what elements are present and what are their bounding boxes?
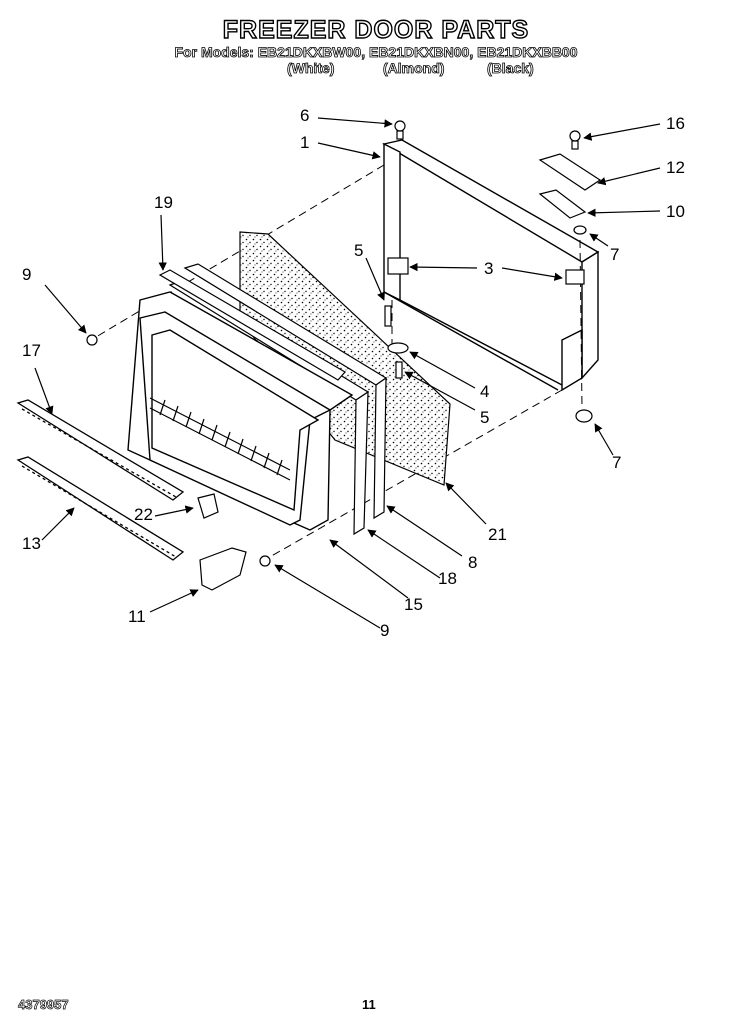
- liner-shelf-ribs: [149, 397, 291, 481]
- color-white-label: (White): [287, 60, 335, 77]
- callout-16: 16: [666, 114, 685, 133]
- callout-9-top: 9: [22, 265, 31, 284]
- callout-4: 4: [480, 382, 489, 401]
- callout-10: 10: [666, 202, 685, 221]
- callout-22: 22: [134, 505, 153, 524]
- callout-19: 19: [154, 193, 173, 212]
- callout-3: 3: [484, 259, 493, 278]
- callout-8: 8: [468, 553, 477, 572]
- door-liner-part: [127, 291, 354, 531]
- color-almond-label: (Almond): [383, 60, 445, 77]
- callout-1: 1: [300, 133, 309, 152]
- callout-13: 13: [22, 534, 41, 553]
- callout-labels: 6 1 16 12 10 7 3 5 4 5 7 21 8 18 15 9 9 …: [22, 106, 685, 640]
- gasket-strips: [158, 263, 388, 536]
- callout-17: 17: [22, 341, 41, 360]
- models-line: For Models: EB21DKXBW00, EB21DKXBN00, EB…: [174, 44, 578, 61]
- callout-21: 21: [488, 525, 507, 544]
- callout-7-bottom: 7: [612, 453, 621, 472]
- leader-lines: [34, 117, 661, 629]
- callout-15: 15: [404, 595, 423, 614]
- document-code: 4379957: [18, 997, 69, 1013]
- callout-12: 12: [666, 158, 685, 177]
- callout-6: 6: [300, 106, 309, 125]
- callout-11: 11: [128, 607, 146, 626]
- callout-5-top: 5: [354, 241, 363, 260]
- small-parts: [86, 120, 602, 591]
- callout-18: 18: [438, 569, 457, 588]
- callout-7-top: 7: [610, 245, 619, 264]
- color-black-label: (Black): [487, 60, 534, 77]
- handle-strips: [16, 399, 185, 561]
- page-number: 11: [362, 997, 376, 1012]
- callout-9-bottom: 9: [380, 621, 389, 640]
- callout-5-bottom: 5: [480, 408, 489, 427]
- page-title: FREEZER DOOR PARTS: [222, 15, 530, 44]
